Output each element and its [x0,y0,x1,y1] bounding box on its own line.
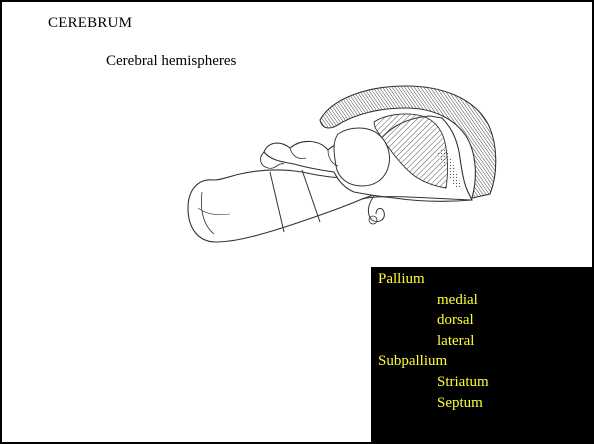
legend-item-septum: Septum [371,393,592,414]
legend-item-dorsal: dorsal [371,310,592,331]
legend-item-striatum: Striatum [371,372,592,393]
slide-title: CEREBRUM [48,15,132,32]
legend-box: Pallium medial dorsal lateral Subpallium… [371,267,592,442]
slide-subtitle: Cerebral hemispheres [106,53,236,70]
legend-item-medial: medial [371,290,592,311]
brain-diagram [182,82,502,252]
legend-heading-subpallium: Subpallium [371,351,592,372]
legend-item-lateral: lateral [371,331,592,352]
striatum-region [334,128,390,186]
legend-heading-pallium: Pallium [371,269,592,290]
